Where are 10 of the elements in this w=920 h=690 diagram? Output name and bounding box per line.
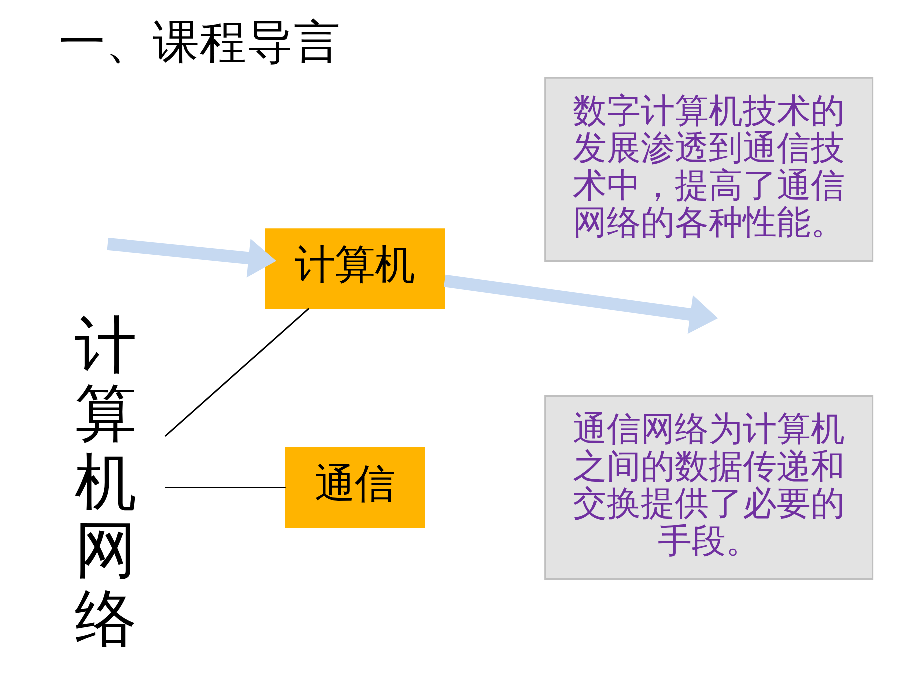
connector [165,487,286,489]
arrow [107,238,277,278]
node-box: 通信 [285,447,426,528]
connector [164,308,310,438]
node-box: 通信网络为计算机之间的数据传递和交换提供了必要的手段。 [544,395,874,580]
arrow [444,274,718,334]
diagram-title: 一、课程导言 [59,14,342,69]
node-box: 计算机 [265,228,446,310]
node-text: 计算机网络 [75,308,138,655]
node-box: 数字计算机技术的发展渗透到通信技术中，提高了通信网络的各种性能。 [544,77,874,262]
